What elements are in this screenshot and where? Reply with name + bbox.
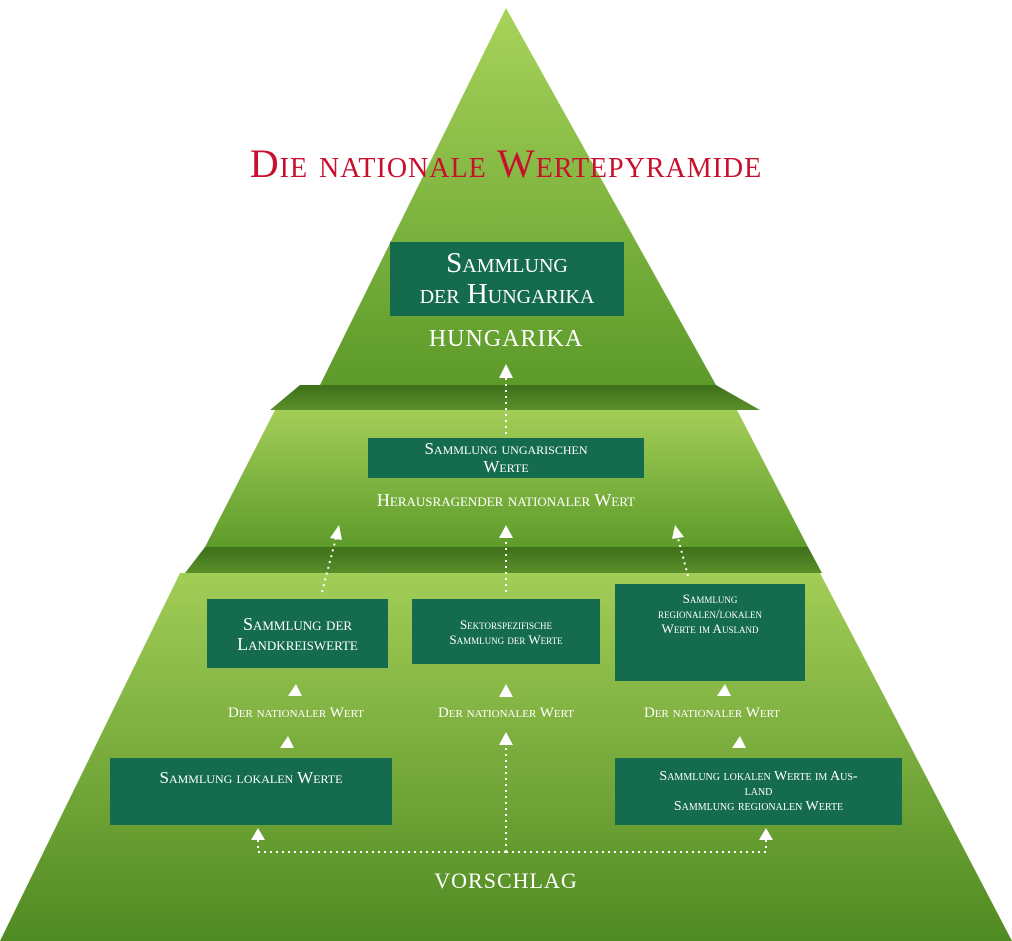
hungarian-values-collection-line2: Werte (483, 457, 529, 476)
arrowhead-proposal-right (759, 828, 773, 840)
sector-specific-collection-line1: Sektorspezifische (459, 616, 553, 632)
hungarika-collection-line2: der Hungarika (419, 278, 595, 310)
national-value-label-center: Der nationaler Wert (437, 705, 575, 721)
local-values-collection-box: Sammlung lokalen Werte (110, 758, 392, 825)
county-values-collection-box: Sammlung der Landkreiswerte (207, 599, 388, 668)
hungarika-collection-box: Sammlung der Hungarika (390, 242, 624, 316)
arrowhead-mid-center (499, 525, 513, 538)
arrowhead-mid-right (672, 525, 684, 539)
arrow-line-proposal-right (506, 838, 767, 853)
local-abroad-collection-line2: land (744, 784, 773, 799)
national-value-label-right: Der nationaler Wert (643, 705, 781, 721)
national-value-label-left: Der nationaler Wert (227, 705, 365, 721)
proposal-label: VORSCHLAG (434, 868, 578, 893)
tier-shadow-lower (185, 547, 822, 573)
arrowhead-value-left-up (288, 684, 302, 696)
regional-abroad-collection-line2: regionalen/lokalen (657, 606, 763, 621)
arrowhead-mid-left (330, 525, 342, 540)
hungarian-values-collection-box: Sammlung ungarischen Werte (368, 438, 644, 478)
sector-specific-collection-line2: Sammlung der Werte (449, 631, 563, 647)
outstanding-national-value-label: Herausragender nationaler Wert (376, 490, 636, 510)
arrowhead-center-up (499, 732, 513, 745)
arrowhead-value-right-up (717, 684, 731, 696)
sector-specific-collection-box: Sektorspezifische Sammlung der Werte (412, 599, 600, 664)
regional-values-collection-line: Sammlung regionalen Werte (673, 799, 844, 814)
tier-shadow-upper (270, 385, 760, 410)
hungarian-values-collection-line1: Sammlung ungarischen (424, 439, 588, 458)
arrow-line-proposal-left (257, 838, 506, 853)
local-values-collection-label: Sammlung lokalen Werte (159, 768, 343, 787)
arrowhead-value-center-up (499, 684, 513, 697)
hungarika-label: HUNGARIKA (428, 326, 584, 352)
regional-abroad-collection-line3: Werte im Ausland (661, 621, 759, 636)
arrowhead-local-left-up (280, 736, 294, 748)
arrow-line-mid-right (677, 537, 689, 577)
arrowhead-local-right-up (732, 736, 746, 748)
regional-abroad-collection-line1: Sammlung (682, 591, 738, 606)
arrowhead-proposal-left (251, 828, 265, 840)
county-values-collection-line1: Sammlung der (242, 613, 353, 634)
regional-abroad-collection-box: Sammlung regionalen/lokalen Werte im Aus… (615, 584, 805, 681)
arrowhead-top (499, 364, 513, 378)
diagram-title: Die nationale Wertepyramide (249, 141, 763, 186)
pyramid-middle-tier (205, 410, 808, 547)
county-values-collection-line2: Landkreiswerte (237, 633, 358, 654)
local-abroad-regional-collection-box: Sammlung lokalen Werte im Aus- land Samm… (615, 758, 902, 825)
hungarika-collection-line1: Sammlung (446, 247, 568, 279)
local-abroad-collection-line1: Sammlung lokalen Werte im Aus- (659, 769, 858, 784)
